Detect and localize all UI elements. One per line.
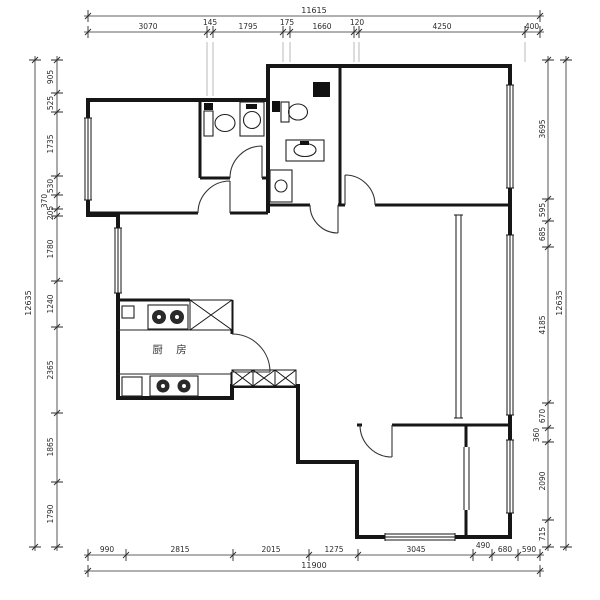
window-left-mid <box>114 227 122 294</box>
windows <box>84 84 514 541</box>
dim-bottom-seg: 3045 <box>406 545 425 554</box>
dim-labels-top: 11615 3070 145 1795 175 1660 120 4250 40… <box>138 6 539 31</box>
ticks-bottom <box>84 549 544 577</box>
counter-edges <box>118 329 232 375</box>
shower-tray-icon <box>269 169 293 203</box>
toilet-icon <box>203 103 236 137</box>
washing-machine-icon <box>313 82 330 97</box>
door-bedroom2 <box>344 174 376 206</box>
dim-bottom-seg: 2815 <box>170 545 189 554</box>
door-bedroom3 <box>359 424 393 458</box>
dim-right-seg: 595 <box>538 203 547 218</box>
glazed-partition-bedroom3 <box>463 447 470 510</box>
base-cabinet <box>121 376 143 397</box>
dim-left-seg: 1865 <box>46 437 55 456</box>
outer-walls <box>86 64 512 539</box>
extension-lines <box>206 42 526 96</box>
dim-left-seg: 1735 <box>46 134 55 153</box>
dim-labels-right: 12635 3695 595 685 4185 670 360 2090 715 <box>532 119 564 541</box>
room-label-kitchen: 厨 房 <box>152 343 191 356</box>
dim-labels-bottom: 990 2815 2015 1275 3045 490 680 590 1190… <box>100 541 537 570</box>
dim-bottom-seg: 2015 <box>261 545 280 554</box>
window-left-bedroom1 <box>84 117 92 201</box>
dim-bottom-seg: 590 <box>522 545 537 554</box>
dim-bottom-seg: 1275 <box>324 545 343 554</box>
glazed-partition-living <box>454 214 463 419</box>
flue-box <box>189 299 233 331</box>
dim-right-seg: 715 <box>538 527 547 542</box>
sink-icon <box>239 101 265 137</box>
dim-top-seg: 1660 <box>312 22 331 31</box>
door-bath2 <box>309 204 339 234</box>
dim-top-seg: 1795 <box>238 22 257 31</box>
interior-walls <box>88 66 510 537</box>
dim-top-seg: 400 <box>525 22 540 31</box>
door-kitchen <box>231 333 271 373</box>
dim-left-seg: 2365 <box>46 360 55 379</box>
dim-left-seg: 1780 <box>46 239 55 258</box>
ticks-right <box>542 56 572 551</box>
dim-right-total: 12635 <box>555 290 564 315</box>
dim-top-seg: 175 <box>280 18 295 27</box>
dim-left-seg: 370 <box>40 194 49 209</box>
vanity-sink-icon <box>285 139 325 162</box>
dim-bottom-seg: 680 <box>498 545 513 554</box>
door-bath1 <box>229 145 263 179</box>
ticks-top <box>84 10 544 38</box>
toilet-icon <box>272 101 309 123</box>
dim-right-seg: 3695 <box>538 119 547 138</box>
dim-right-seg: 4185 <box>538 315 547 334</box>
dim-right-seg: 360 <box>532 428 541 443</box>
dim-bottom-seg: 990 <box>100 545 115 554</box>
dim-left-seg: 1240 <box>46 294 55 313</box>
stove-icon <box>149 375 199 397</box>
window-right-bedroom2 <box>506 84 514 189</box>
dim-left-seg: 205 <box>46 206 55 221</box>
dim-top-total: 11615 <box>301 6 326 15</box>
dim-top-seg: 4250 <box>432 22 451 31</box>
window-right-living <box>506 234 514 416</box>
dim-right-seg: 685 <box>538 227 547 242</box>
dim-left-seg: 905 <box>46 70 55 85</box>
window-bottom <box>384 533 456 541</box>
door-bedroom1 <box>197 180 231 214</box>
dimension-chains <box>29 10 572 577</box>
dim-top-seg: 120 <box>350 18 365 27</box>
dim-bottom-total: 11900 <box>301 561 326 570</box>
dim-right-seg: 2090 <box>538 471 547 490</box>
dim-top-seg: 145 <box>203 18 218 27</box>
doors <box>197 145 393 458</box>
dim-top-seg: 3070 <box>138 22 157 31</box>
ticks-left <box>29 56 63 551</box>
flue-and-hatch <box>189 299 297 387</box>
dim-left-seg: 530 <box>46 179 55 194</box>
dim-left-seg: 1790 <box>46 504 55 523</box>
kitchen-sink-icon <box>147 304 189 330</box>
dim-left-total: 12635 <box>24 290 33 315</box>
dim-right-seg: 670 <box>538 409 547 424</box>
hatched-sill <box>231 369 297 387</box>
dim-labels-left: 12635 905 525 1735 530 370 205 1780 1240… <box>24 70 55 524</box>
window-right-bedroom3 <box>506 439 514 514</box>
fixtures <box>118 82 330 397</box>
walls <box>86 64 512 539</box>
dim-left-seg: 525 <box>46 96 55 111</box>
counter-item <box>121 305 135 319</box>
dim-bottom-seg: 490 <box>476 541 491 550</box>
